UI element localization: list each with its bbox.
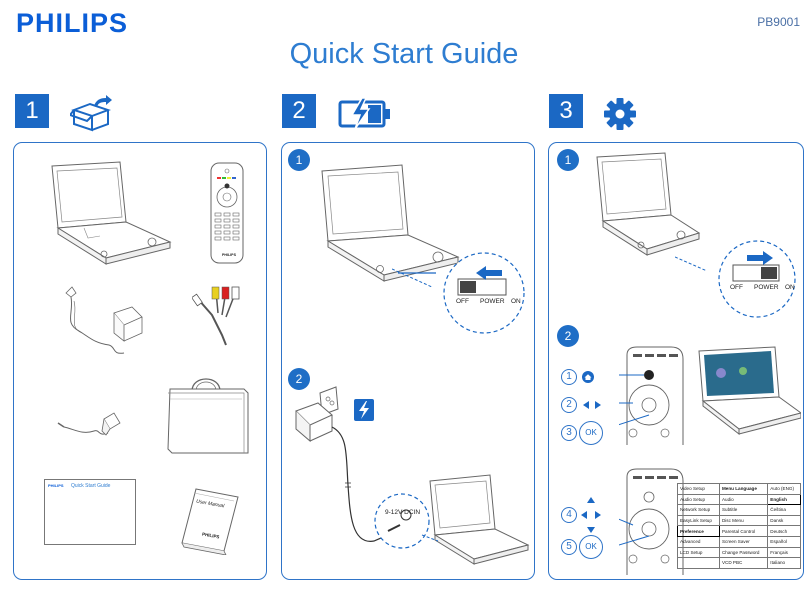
callout-4: 4 xyxy=(561,507,577,523)
panel-whats-in-the-box: PHILIPS PHILIPS Quick Start Gu xyxy=(13,142,267,580)
menu-row: Advanced Screen Saver Español xyxy=(677,535,801,548)
four-way-arrows-icon xyxy=(581,497,601,533)
callout-3: 3 xyxy=(561,425,577,441)
remote-brand-label: PHILIPS xyxy=(222,253,236,257)
menu-row: VCD PBC Italiano xyxy=(677,557,801,569)
menu-left-item-selected[interactable]: Preference xyxy=(677,525,720,537)
menu-right-item[interactable]: Dansk xyxy=(767,514,801,527)
menu-row: Audio Setup Audio English xyxy=(677,493,801,506)
switch-power-label-2: POWER xyxy=(480,298,505,305)
menu-left-item[interactable]: LCD Setup xyxy=(677,546,720,559)
ok-button-graphic-1: OK xyxy=(579,421,603,445)
remote-control-illustration xyxy=(210,162,244,264)
gear-settings-icon xyxy=(604,98,636,130)
remote-navigation-illustration xyxy=(619,468,684,575)
ac-adapter-illustration xyxy=(65,286,143,354)
menu-mid-item[interactable]: Change Password xyxy=(718,546,769,559)
menu-right-header: Auto (ENG) xyxy=(767,483,801,495)
callout-2: 2 xyxy=(561,397,577,413)
menu-row: Network Setup Subtitle Čeština xyxy=(677,504,801,516)
dcin-label: 9-12V DCIN xyxy=(385,509,421,516)
menu-mid-item[interactable]: Screen Saver xyxy=(718,535,769,548)
menu-mid-header: Menu Language xyxy=(718,483,769,495)
power-switch-zoom xyxy=(392,252,525,334)
substep-2: 2 xyxy=(288,368,310,390)
booklet-title: Quick Start Guide xyxy=(71,483,111,489)
menu-row: Video Setup Menu Language Auto (ENG) xyxy=(677,483,801,495)
menu-row: LCD Setup Change Password Français xyxy=(677,546,801,559)
menu-right-item[interactable]: Čeština xyxy=(767,504,801,516)
menu-left-item[interactable]: Audio Setup xyxy=(677,493,720,506)
carry-bag-illustration xyxy=(167,378,249,454)
substep-2-setup: 2 xyxy=(557,325,579,347)
home-icon xyxy=(582,371,594,383)
substep-1-setup: 1 xyxy=(557,149,579,171)
menu-left-item[interactable]: Network Setup xyxy=(677,504,720,516)
step-number-3: 3 xyxy=(549,94,583,128)
menu-right-item[interactable]: Italiano xyxy=(767,557,801,569)
left-right-arrows-icon xyxy=(583,401,601,409)
model-number: PB9001 xyxy=(757,15,800,29)
panel-setup: 1 OFF POWER ON 2 xyxy=(548,142,804,580)
menu-row: EasyLink Setup Disc Menu Dansk xyxy=(677,514,801,527)
remote-home-illustration xyxy=(619,346,801,445)
menu-left-item[interactable]: EasyLink Setup xyxy=(677,514,720,527)
power-switch-on-zoom xyxy=(675,240,796,318)
callout-1: 1 xyxy=(561,369,577,385)
player-power-switch-illustration xyxy=(321,164,460,282)
menu-mid-item[interactable]: Audio xyxy=(718,493,769,506)
av-cable-illustration xyxy=(192,286,240,346)
menu-mid-item[interactable]: Disc Menu xyxy=(718,514,769,527)
portable-dvd-player-illustration xyxy=(51,161,172,265)
menu-right-item[interactable]: Français xyxy=(767,546,801,559)
switch-on-label-2: ON xyxy=(511,298,521,305)
switch-on-label-3: ON xyxy=(785,284,795,291)
switch-off-label-3: OFF xyxy=(730,284,743,291)
adapter-connection-illustration xyxy=(295,386,530,565)
menu-left-item[interactable]: Advanced xyxy=(677,535,720,548)
player-power-on-illustration xyxy=(596,152,701,256)
switch-off-label-2: OFF xyxy=(456,298,469,305)
switch-power-label-3: POWER xyxy=(754,284,779,291)
battery-charge-icon xyxy=(338,97,390,130)
step-number-1: 1 xyxy=(15,94,49,128)
setup-menu-table: Video Setup Menu Language Auto (ENG) Aud… xyxy=(677,483,801,569)
menu-mid-item[interactable]: VCD PBC xyxy=(718,557,769,569)
brand-logo: PHILIPS xyxy=(16,8,129,38)
callout-5: 5 xyxy=(561,539,577,555)
lightning-badge-icon xyxy=(354,399,374,421)
menu-left-item[interactable]: Video Setup xyxy=(677,483,720,495)
menu-right-item[interactable]: Deutsch xyxy=(767,525,801,537)
step-number-2: 2 xyxy=(282,94,316,128)
menu-row: Preference Parental Control Deutsch xyxy=(677,525,801,537)
box-unpack-icon xyxy=(70,95,112,132)
panel-charge: 1 OFF POWER ON 2 xyxy=(281,142,535,580)
quick-start-booklet-illustration: PHILIPS Quick Start Guide xyxy=(44,479,136,545)
substep-1: 1 xyxy=(288,149,310,171)
menu-right-item-selected[interactable]: English xyxy=(767,493,801,506)
menu-mid-item[interactable]: Parental Control xyxy=(718,525,769,537)
user-manual-illustration xyxy=(181,488,239,555)
car-adapter-illustration xyxy=(57,412,121,436)
menu-mid-item[interactable]: Subtitle xyxy=(718,504,769,516)
ok-button-graphic-2: OK xyxy=(579,535,603,559)
menu-right-item[interactable]: Español xyxy=(767,535,801,548)
page-title: Quick Start Guide xyxy=(289,38,519,70)
booklet-brand: PHILIPS xyxy=(48,483,64,488)
